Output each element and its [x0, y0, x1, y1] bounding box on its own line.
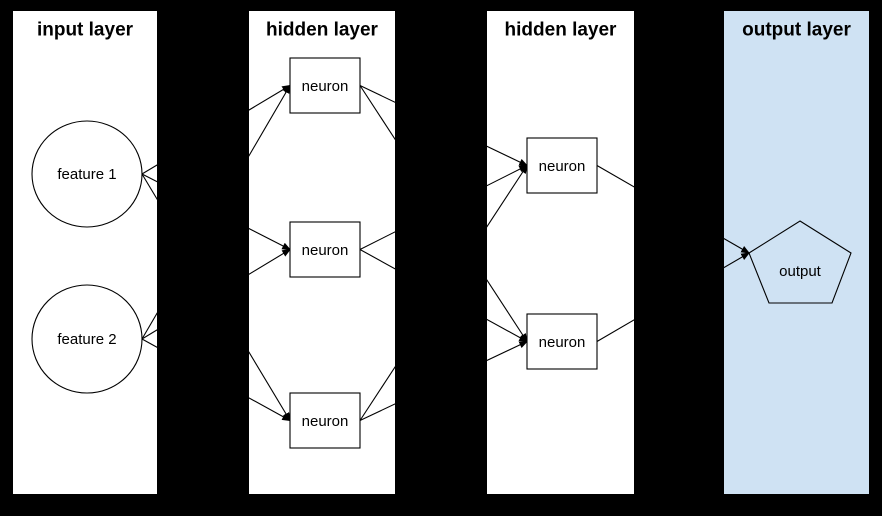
feature-1-circle — [31, 120, 143, 228]
output-pentagon — [748, 220, 852, 304]
node-hidden2-neuron2: neuron — [526, 313, 598, 370]
node-output: output — [748, 220, 852, 304]
layer-titles: input layer hidden layer hidden layer ou… — [37, 20, 852, 41]
output-label: output — [779, 263, 822, 280]
connector-h2n2-output — [596, 252, 751, 342]
title-hidden-layer-2: hidden layer — [505, 20, 618, 41]
panel-output-layer — [724, 11, 869, 494]
feature-1-label: feature 1 — [57, 166, 116, 183]
title-input-layer: input layer — [37, 20, 134, 41]
node-hidden1-neuron3: neuron — [289, 392, 361, 449]
neuron-box — [289, 57, 361, 114]
nodes: feature 1 feature 2 neuron neuron neuron — [31, 57, 852, 449]
connector-h1n1-h2n2 — [359, 85, 528, 343]
feature-2-label: feature 2 — [57, 331, 116, 348]
neuron-box — [526, 137, 598, 194]
panel-input-layer — [13, 11, 157, 494]
node-feature-1: feature 1 — [31, 120, 143, 228]
neuron-box — [289, 392, 361, 449]
connector-h1n3-h2n2 — [359, 340, 529, 421]
node-feature-2: feature 2 — [31, 284, 143, 394]
connector-feature2-h1n3 — [141, 338, 292, 422]
node-hidden2-neuron1: neuron — [526, 137, 598, 194]
feature-2-circle — [31, 284, 143, 394]
title-hidden-layer-1: hidden layer — [266, 20, 379, 41]
neuron-box — [289, 221, 361, 278]
connector-feature1-h1n3 — [141, 173, 291, 422]
panel-hidden-layer-2 — [487, 11, 634, 494]
neuron-label: neuron — [539, 158, 586, 175]
neuron-label: neuron — [539, 334, 586, 351]
neuron-label: neuron — [302, 242, 349, 259]
node-hidden1-neuron1: neuron — [289, 57, 361, 114]
neuron-label: neuron — [302, 413, 349, 430]
title-output-layer: output layer — [742, 20, 851, 41]
connector-h2n1-output — [596, 165, 751, 254]
connector-h1n2-h2n2 — [359, 249, 529, 343]
connector-feature1-h1n1 — [141, 84, 292, 175]
node-hidden1-neuron2: neuron — [289, 221, 361, 278]
connector-feature2-h1n2 — [141, 248, 292, 340]
neuron-box — [526, 313, 598, 370]
connector-h1n1-h2n1 — [359, 85, 529, 167]
neuron-label: neuron — [302, 78, 349, 95]
connection-arrows — [141, 84, 751, 422]
connector-feature2-h1n1 — [141, 84, 291, 340]
connector-h1n3-h2n1 — [359, 164, 528, 421]
connector-h1n2-h2n1 — [359, 164, 529, 250]
